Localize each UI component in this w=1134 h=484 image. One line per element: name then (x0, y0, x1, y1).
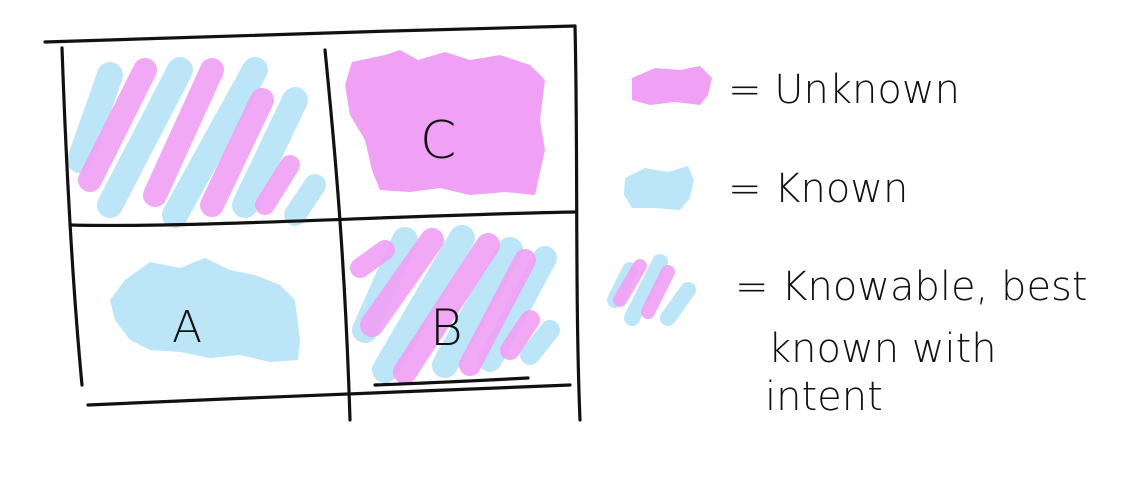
legend-known-swatch (624, 166, 694, 210)
legend-knowable-swatch (607, 254, 696, 326)
grid-lines (43, 24, 582, 422)
legend-unknown-swatch (632, 66, 712, 105)
cell-top-left-knowable-fill (67, 57, 326, 228)
legend-knowable-label-line3: intent (765, 374, 883, 420)
legend-known-label: = Known (728, 166, 908, 212)
legend-knowable-label-line2: known with (768, 326, 997, 372)
legend-unknown-label: = Unknown (728, 67, 960, 113)
cell-b-bottom-edge (373, 376, 530, 387)
legend-knowable-label-line1: = Knowable, best (735, 264, 1088, 310)
cell-c-unknown-fill (345, 50, 545, 195)
grid-top-border (43, 24, 577, 44)
grid-left-border (60, 46, 84, 387)
grid-bottom-border (86, 383, 572, 407)
cell-b-label: B (430, 299, 463, 357)
cell-a-label: A (172, 302, 202, 353)
cell-c-label: C (420, 111, 456, 171)
cell-b-knowable-fill (350, 225, 560, 384)
grid-horizontal-divider (68, 210, 577, 228)
grid-right-border (573, 24, 582, 422)
grid-vertical-divider (323, 48, 352, 422)
cell-a-known-fill (110, 258, 300, 362)
